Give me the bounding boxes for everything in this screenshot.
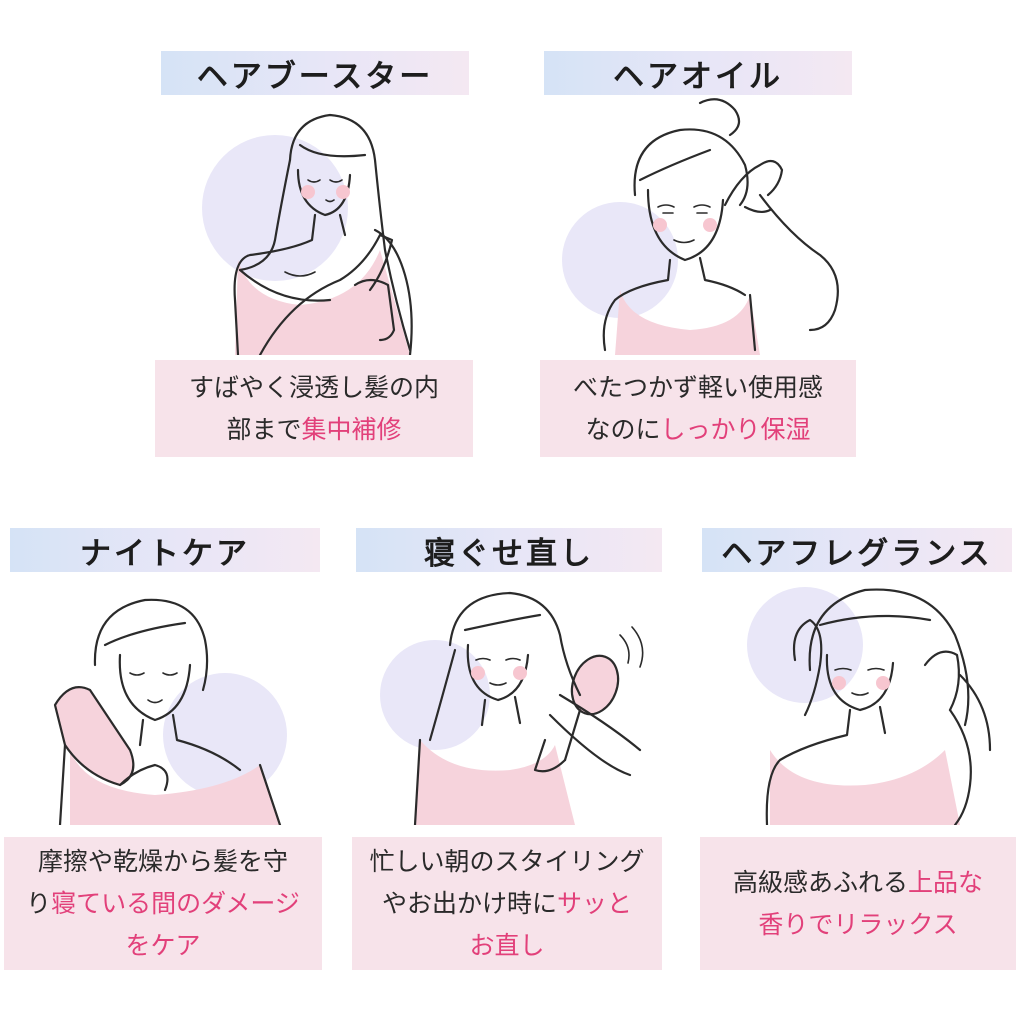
woman-brushing-hair-illustration <box>380 591 644 825</box>
desc-line-1: べたつかず軽い使用感 <box>572 372 823 402</box>
woman-touching-hair-illustration <box>202 113 413 355</box>
desc-line-3: をケア <box>125 930 201 960</box>
card-title: 寝ぐせ直し <box>356 528 662 572</box>
desc-line-3: お直し <box>469 930 545 960</box>
card-description: 忙しい朝のスタイリング やお出かけ時にサッと お直し <box>352 837 662 970</box>
woman-applying-oil-illustration <box>562 98 839 355</box>
desc-line-1: 忙しい朝のスタイリング <box>369 846 645 876</box>
card-description: 摩擦や乾燥から髪を守 り寝ている間のダメージ をケア <box>4 837 322 970</box>
desc-line-2: なのにしっかり保湿 <box>585 414 811 444</box>
card-description: すばやく浸透し髪の内 部まで集中補修 <box>155 360 473 457</box>
card-description: 高級感あふれる上品な 香りでリラックス <box>700 837 1016 970</box>
woman-fragrance-illustration <box>747 587 992 825</box>
card-title: ナイトケア <box>10 528 320 572</box>
card-title: ヘアオイル <box>544 51 852 95</box>
card-title: ヘアフレグランス <box>702 528 1012 572</box>
desc-line-2: 部まで集中補修 <box>226 414 402 444</box>
desc-line-1: すばやく浸透し髪の内 <box>188 372 439 402</box>
desc-line-2: やお出かけ時にサッと <box>381 888 633 918</box>
desc-line-1: 高級感あふれる上品な <box>732 867 984 897</box>
desc-line-2: 香りでリラックス <box>758 909 958 939</box>
card-title: ヘアブースター <box>161 51 469 95</box>
card-description: べたつかず軽い使用感 なのにしっかり保湿 <box>540 360 856 457</box>
desc-line-2: り寝ている間のダメージ <box>26 888 300 918</box>
woman-towel-drying-illustration <box>53 598 287 825</box>
desc-line-1: 摩擦や乾燥から髪を守 <box>37 846 288 876</box>
